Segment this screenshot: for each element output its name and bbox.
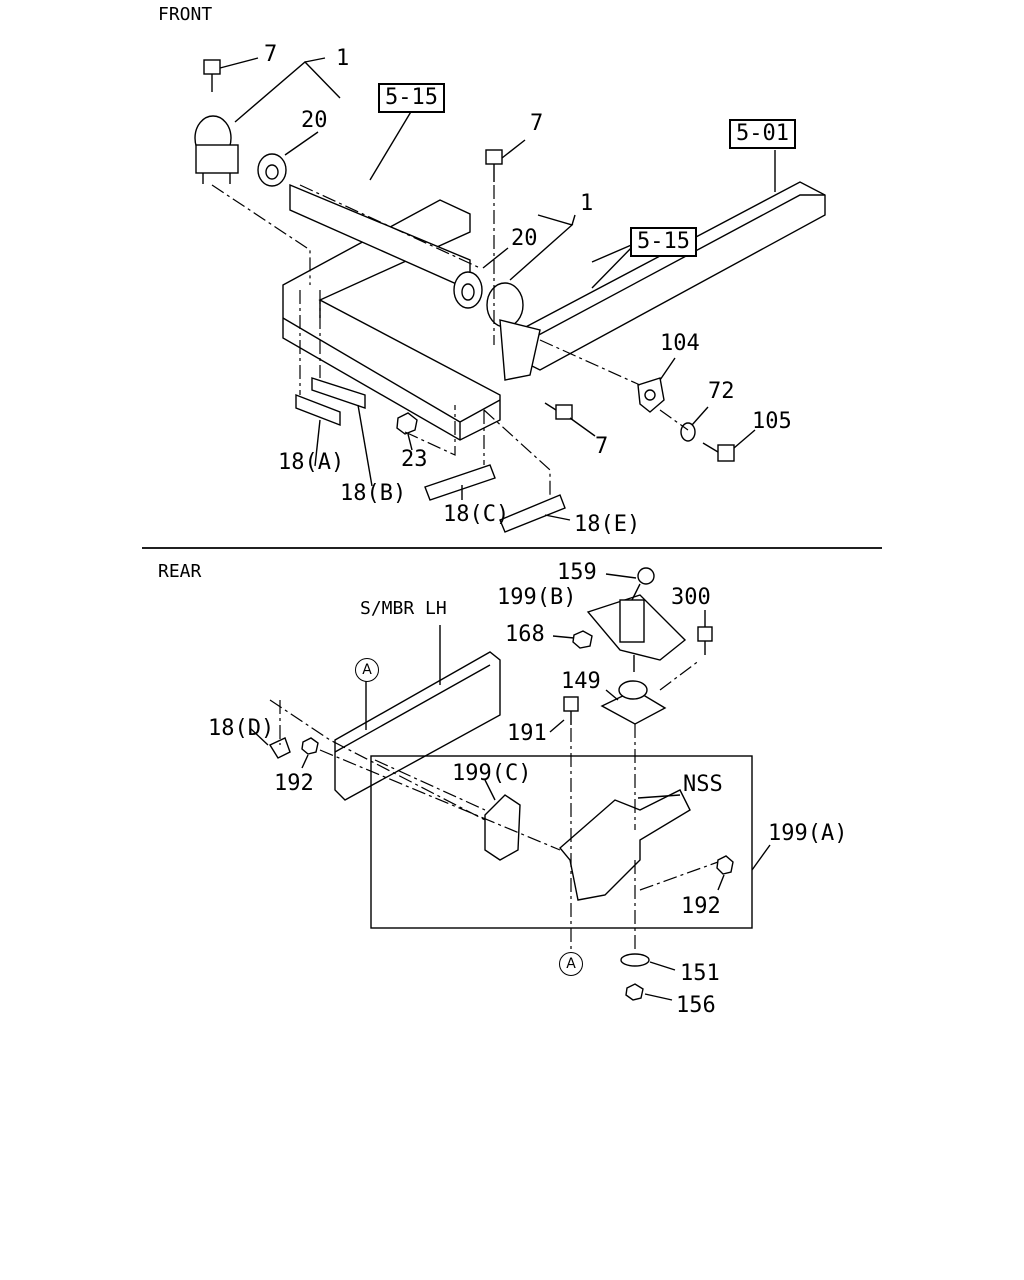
callout-nut-192-right: 192	[681, 894, 721, 919]
ref-circle-a-bottom: A	[559, 952, 583, 976]
callout-bolt-7-center-bottom: 7	[595, 434, 609, 459]
callout-bracket-199b: 199(B)	[497, 585, 577, 610]
label-side-member-lh: S/MBR LH	[360, 598, 447, 619]
bolt-105	[717, 444, 735, 462]
bracket-199a-box	[370, 755, 753, 929]
callout-bolt-7-center-top: 7	[530, 111, 544, 136]
plate-18e	[499, 494, 566, 533]
callout-nut-156: 156	[676, 993, 716, 1018]
callout-washer-151: 151	[680, 961, 720, 986]
plate-18a	[295, 393, 341, 427]
nut-192-left	[301, 737, 319, 755]
front-crossmember	[282, 199, 501, 441]
callout-plate-18d: 18(D)	[208, 716, 275, 741]
nut-168	[572, 630, 593, 649]
callout-bolt-7-top-left: 7	[264, 42, 278, 67]
callout-nut-23: 23	[401, 447, 428, 472]
callout-washer-72: 72	[708, 379, 735, 404]
callout-cushion-20-top: 20	[301, 108, 328, 133]
nut-23	[396, 412, 418, 435]
callout-bolt-159: 159	[557, 560, 597, 585]
side-member-lh	[334, 651, 501, 801]
callout-bracket-199a: 199(A)	[768, 821, 848, 846]
nut-156	[625, 983, 644, 1001]
callout-cushion-20-right: 20	[511, 226, 538, 251]
main-bracket-nss	[559, 789, 691, 901]
callout-bolt-191: 191	[507, 721, 547, 746]
plate-18d	[268, 737, 291, 759]
label-nss: NSS	[683, 772, 723, 797]
callout-bracket-199c: 199(C)	[452, 761, 532, 786]
rear-section-title: REAR	[158, 561, 202, 582]
bolt-7-top-left	[203, 59, 221, 75]
washer-151	[620, 953, 650, 967]
washer-72	[680, 422, 696, 442]
ref-box-5-15-right[interactable]: 5-15	[630, 227, 697, 257]
callout-cushion-149: 149	[561, 669, 601, 694]
front-section-title: FRONT	[158, 4, 213, 25]
ref-circle-a-top: A	[355, 658, 379, 682]
callout-plate-18b: 18(B)	[340, 481, 407, 506]
bolt-7-center-top	[485, 149, 503, 165]
bolt-7-center-bottom	[555, 404, 573, 420]
callout-bracket-104: 104	[660, 331, 700, 356]
callout-nut-168: 168	[505, 622, 545, 647]
nut-192-right	[716, 855, 734, 875]
cushion-20-left	[257, 153, 287, 187]
bolt-159	[637, 567, 655, 585]
bolt-300	[697, 626, 713, 642]
bracket-199c	[484, 794, 521, 861]
callout-plate-18c: 18(C)	[443, 502, 510, 527]
bracket-104	[637, 377, 665, 413]
callout-bolt-105: 105	[752, 409, 792, 434]
callout-plate-18a: 18(A)	[278, 450, 345, 475]
callout-nut-192-left: 192	[274, 771, 314, 796]
ref-box-5-15-top[interactable]: 5-15	[378, 83, 445, 113]
callout-mount-1-top: 1	[336, 46, 350, 71]
front-section-drawing	[194, 57, 826, 533]
callout-mount-1-right: 1	[580, 191, 594, 216]
callout-plate-18e: 18(E)	[574, 512, 641, 537]
bolt-191	[563, 696, 579, 712]
plate-18c	[424, 464, 496, 501]
plate-18b	[311, 377, 366, 409]
callout-bolt-300: 300	[671, 585, 711, 610]
right-engine-mount	[486, 282, 524, 328]
rear-section-drawing	[249, 567, 771, 1001]
ref-box-5-01[interactable]: 5-01	[729, 119, 796, 149]
